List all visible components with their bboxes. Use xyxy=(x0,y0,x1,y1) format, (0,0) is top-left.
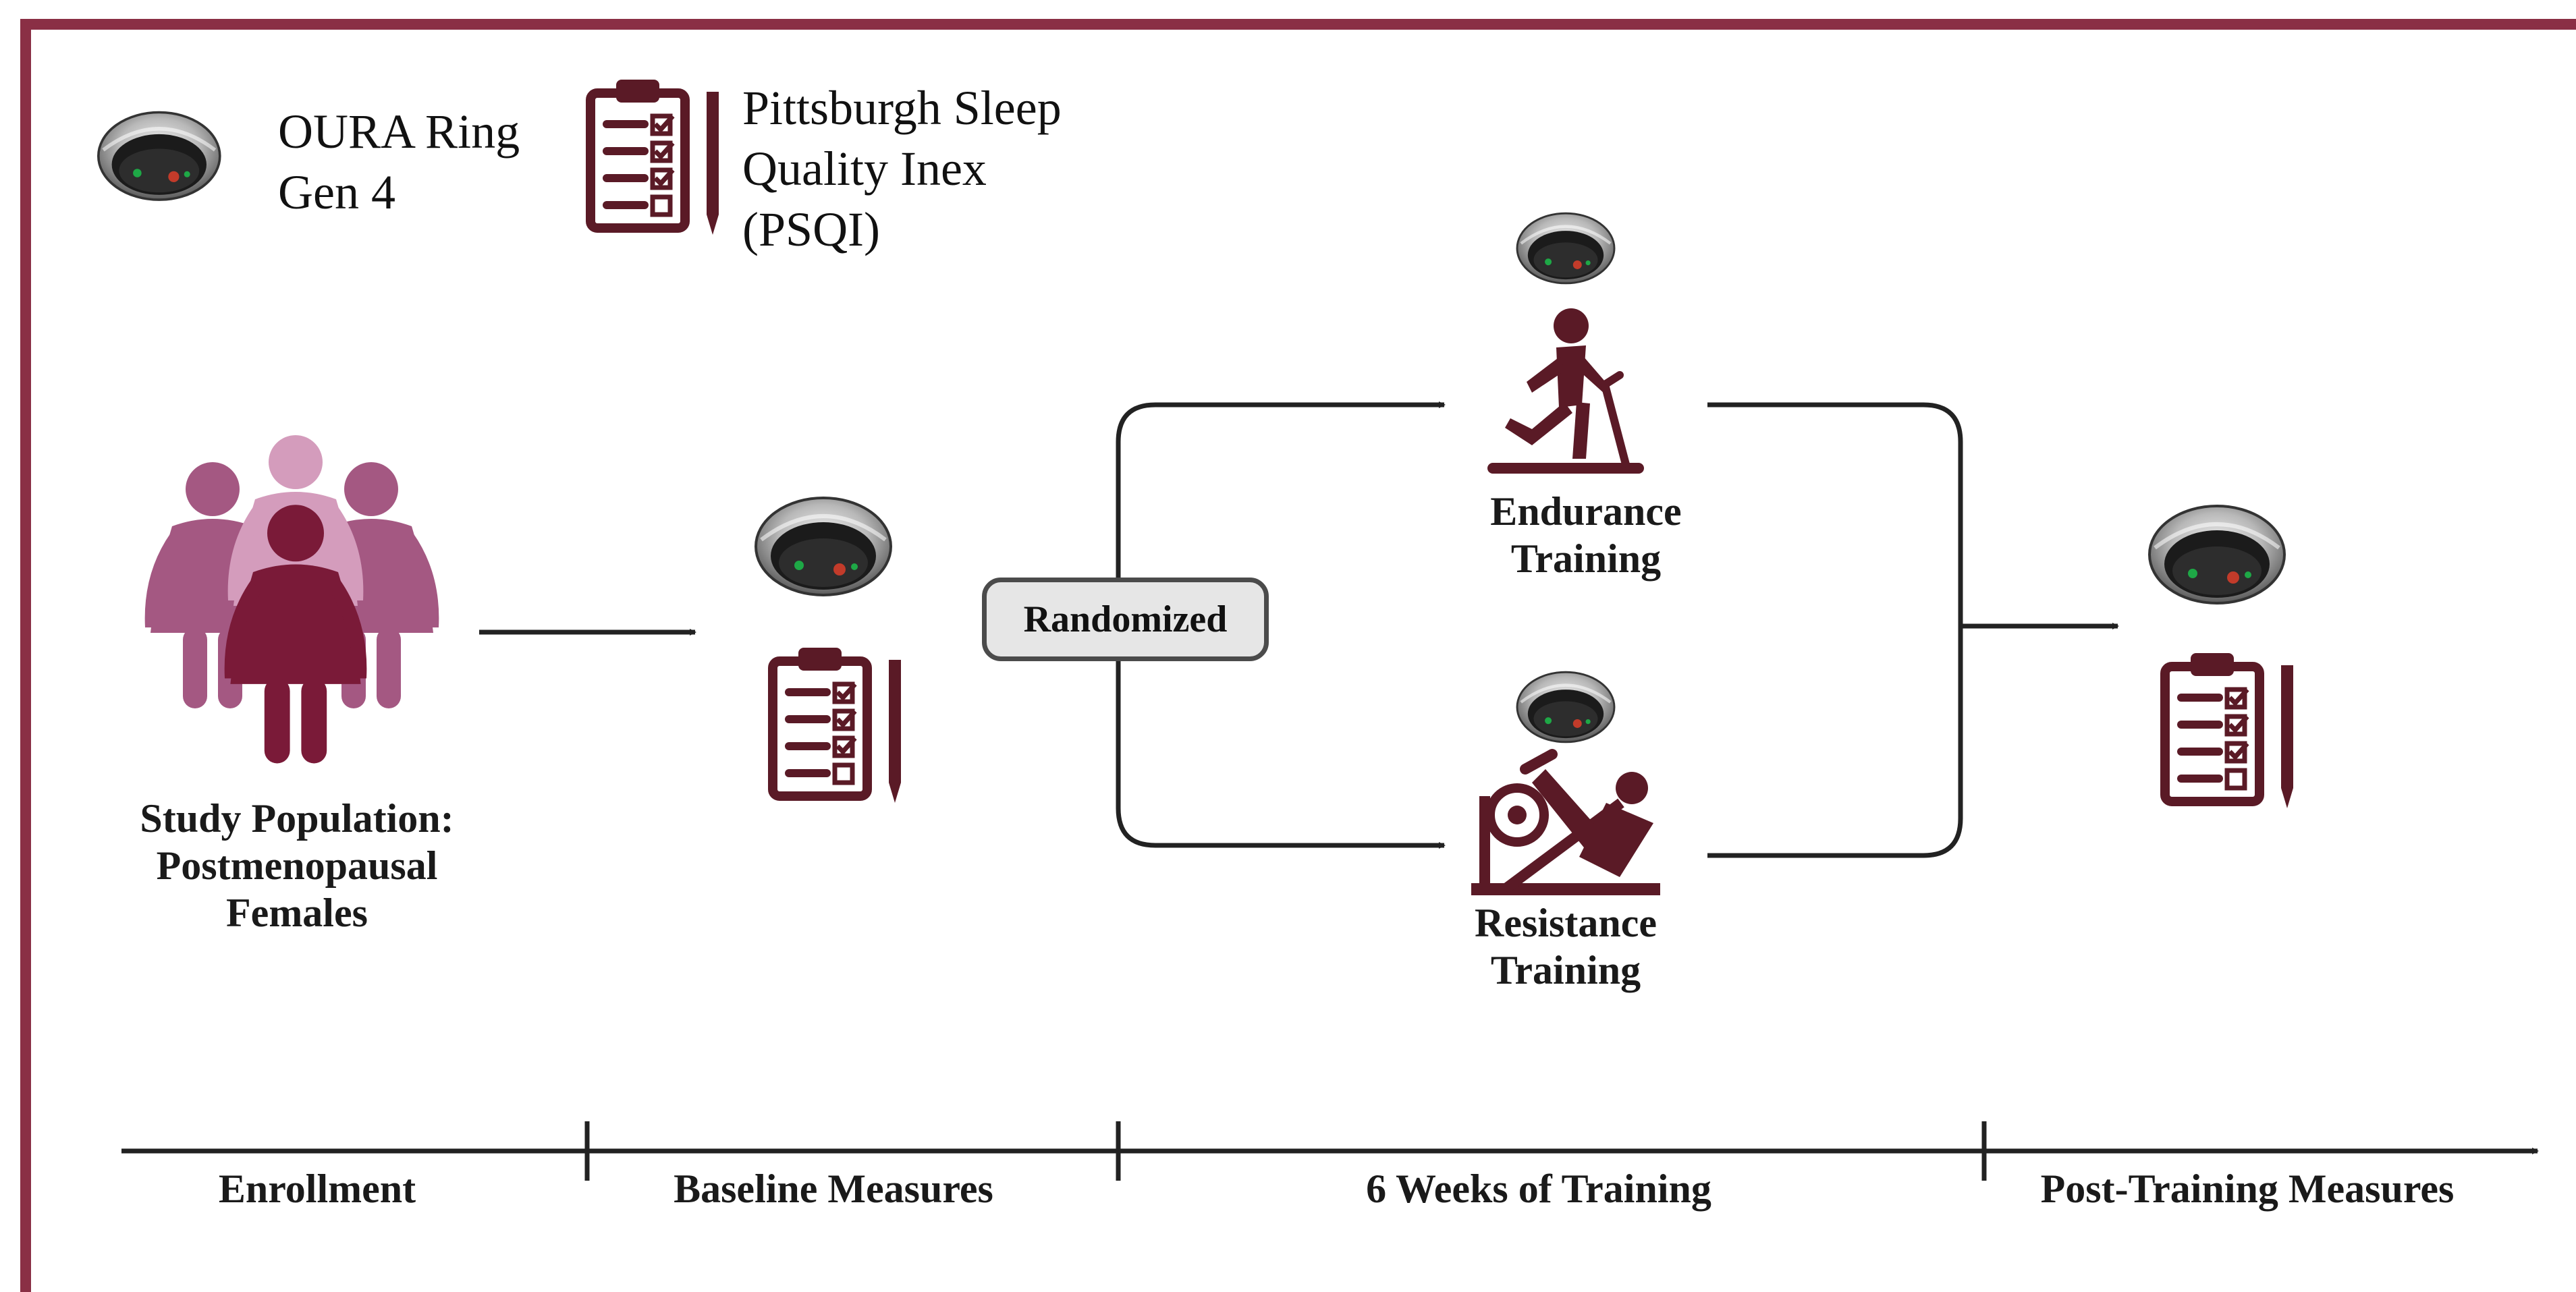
legend-psqi-label: Pittsburgh Sleep Quality Inex (PSQI) xyxy=(742,78,1062,260)
baseline-clipboard-icon xyxy=(773,648,901,803)
baseline-ring-icon xyxy=(756,498,891,595)
legend-psqi-label-line3: (PSQI) xyxy=(742,202,881,256)
endurance-label-line2: Training xyxy=(1510,536,1662,581)
population-label-line2: Postmenopausal xyxy=(156,843,438,888)
timeline-label-enrollment: Enrollment xyxy=(218,1167,416,1211)
merge-bracket xyxy=(1707,402,1963,858)
post-ring-icon xyxy=(2149,506,2284,603)
legend-ring-icon xyxy=(99,113,220,200)
randomized-box: Randomized xyxy=(982,578,1269,661)
arrow-to-resistance xyxy=(1116,661,1446,849)
leg-press-icon xyxy=(1471,749,1660,895)
endurance-label: Endurance Training xyxy=(1451,488,1721,582)
endurance-label-line1: Endurance xyxy=(1490,489,1682,534)
frame-top-border xyxy=(20,19,2576,30)
legend-ring-label-line2: Gen 4 xyxy=(278,165,395,219)
legend-clipboard-icon xyxy=(591,80,719,235)
timeline-label-post: Post-Training Measures xyxy=(2040,1167,2455,1211)
legend-psqi-label-line1: Pittsburgh Sleep xyxy=(742,81,1062,135)
population-label: Study Population: Postmenopausal Females xyxy=(101,795,493,936)
women-group-icon xyxy=(144,435,439,764)
timeline-label-training: 6 Weeks of Training xyxy=(1366,1167,1711,1211)
post-clipboard-icon xyxy=(2165,653,2293,808)
frame-left-border xyxy=(20,19,31,1292)
timeline-label-baseline: Baseline Measures xyxy=(674,1167,993,1211)
resistance-ring-icon xyxy=(1517,672,1614,742)
population-label-line1: Study Population: xyxy=(140,796,454,841)
resistance-label-line1: Resistance xyxy=(1475,901,1657,945)
legend-psqi-label-line2: Quality Inex xyxy=(742,142,987,196)
resistance-label: Resistance Training xyxy=(1431,899,1701,994)
arrow-to-endurance xyxy=(1116,401,1446,578)
endurance-ring-icon xyxy=(1517,213,1614,283)
legend-ring-label: OURA Ring Gen 4 xyxy=(278,101,520,223)
treadmill-runner-icon xyxy=(1487,308,1644,474)
legend-ring-label-line1: OURA Ring xyxy=(278,105,520,159)
randomized-label: Randomized xyxy=(1023,598,1228,640)
resistance-label-line2: Training xyxy=(1490,948,1641,992)
population-label-line3: Females xyxy=(226,891,368,935)
